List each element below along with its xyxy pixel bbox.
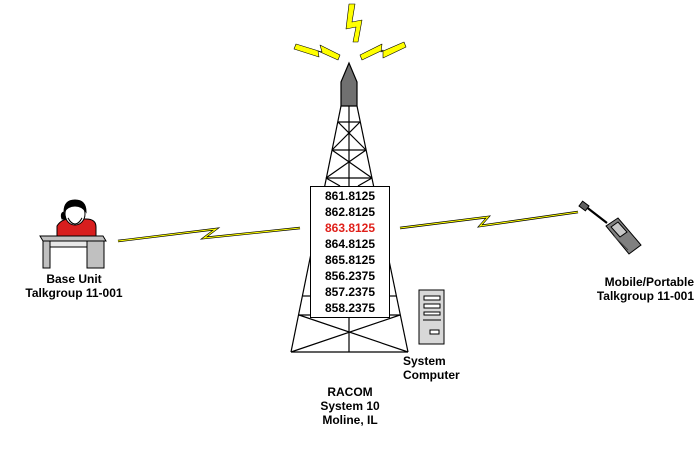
- antenna-emission: [293, 3, 407, 61]
- frequency-5: 865.8125: [324, 253, 376, 267]
- mobile-label: Mobile/Portable Talkgroup 11-001: [570, 275, 694, 303]
- system-computer-icon: [418, 289, 445, 345]
- frequency-3-highlighted: 863.8125: [324, 221, 376, 235]
- base-unit-icon: [39, 199, 107, 269]
- computer-label-line2: Computer: [403, 368, 460, 382]
- mobile-label-line2: Talkgroup 11-001: [596, 289, 694, 303]
- site-label-line3: Moline, IL: [322, 413, 378, 427]
- radio-link-base: [117, 226, 301, 243]
- site-label: RACOM System 10 Moline, IL: [300, 385, 400, 427]
- base-unit-label: Base Unit Talkgroup 11-001: [8, 272, 140, 300]
- frequency-6: 856.2375: [324, 269, 376, 283]
- emission-bolt-left: [293, 43, 341, 61]
- frequency-4: 864.8125: [324, 237, 376, 251]
- site-label-line2: System 10: [320, 399, 380, 413]
- frequency-2: 862.8125: [324, 205, 376, 219]
- emission-bolt-right: [359, 41, 407, 61]
- tower: [290, 61, 409, 353]
- antenna-tip-icon: [340, 61, 358, 107]
- computer-label-line1: System: [403, 354, 446, 368]
- base-unit-label-line2: Talkgroup 11-001: [25, 286, 123, 300]
- site-label-line1: RACOM: [327, 385, 373, 399]
- emission-bolt-top: [345, 3, 363, 43]
- frequency-8: 858.2375: [324, 301, 376, 315]
- computer-label: System Computer: [403, 354, 473, 382]
- base-unit-label-line1: Base Unit: [46, 272, 102, 286]
- portable-radio-icon: [578, 200, 642, 255]
- radio-link-mobile: [399, 210, 579, 230]
- frequency-7: 857.2375: [324, 285, 376, 299]
- frequency-list: 861.8125 862.8125 863.8125 864.8125 865.…: [310, 186, 390, 318]
- frequency-1: 861.8125: [324, 189, 376, 203]
- mobile-label-line1: Mobile/Portable: [604, 275, 694, 289]
